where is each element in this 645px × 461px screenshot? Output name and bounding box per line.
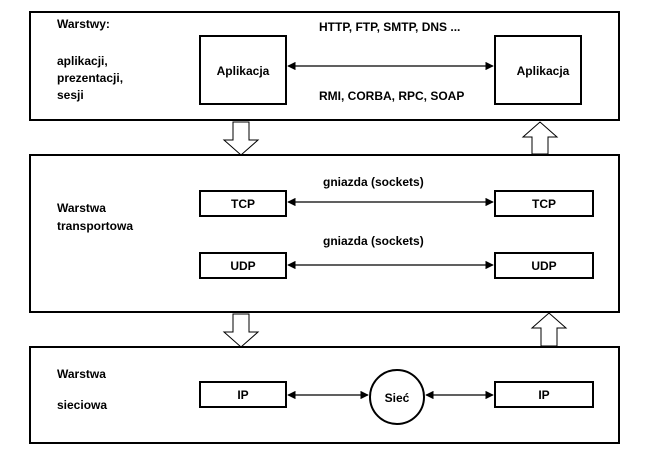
sockets-label-udp: gniazda (sockets) [323, 234, 424, 248]
down-arrow-app-to-transport [222, 121, 260, 156]
transport-layer-title-line1: Warstwa [57, 201, 106, 215]
application-layer: Warstwy: aplikacji, prezentacji, sesji A… [29, 11, 620, 121]
network-layer-title-line1: Warstwa [57, 367, 106, 381]
network-node [369, 369, 425, 425]
application-box-right-label: Aplikacja [517, 64, 570, 78]
ip-box-left [199, 381, 287, 408]
sublayer-application: aplikacji, [57, 54, 108, 68]
transport-layer: Warstwa transportowa gniazda (sockets) T… [29, 154, 620, 313]
ip-box-right-label: IP [538, 388, 549, 402]
tcp-box-right [494, 190, 594, 217]
network-layer: Warstwa sieciowa IP IP Sieć [29, 346, 620, 444]
sockets-label-tcp: gniazda (sockets) [323, 175, 424, 189]
ip-box-right [494, 381, 594, 408]
application-box-left-label: Aplikacja [217, 64, 270, 78]
transport-layer-title-line2: transportowa [57, 219, 133, 233]
udp-box-left [199, 252, 287, 279]
tcp-box-left [199, 190, 287, 217]
network-node-label: Sieć [385, 391, 410, 405]
ip-box-left-label: IP [237, 388, 248, 402]
udp-box-right-label: UDP [531, 259, 556, 273]
network-layer-title-line2: sieciowa [57, 398, 107, 412]
transport-layer-frame [29, 154, 620, 313]
tcp-box-left-label: TCP [231, 197, 255, 211]
tcp-box-right-label: TCP [532, 197, 556, 211]
udp-box-right [494, 252, 594, 279]
application-box-right [494, 35, 582, 105]
udp-box-left-label: UDP [230, 259, 255, 273]
application-box-left [199, 35, 287, 105]
down-arrow-transport-to-network [222, 313, 260, 348]
application-layer-title: Warstwy: [57, 17, 110, 31]
up-arrow-network-to-transport [530, 312, 568, 347]
application-protocols-top: HTTP, FTP, SMTP, DNS ... [319, 20, 460, 34]
sublayer-session: sesji [57, 88, 84, 102]
application-protocols-bottom: RMI, CORBA, RPC, SOAP [319, 89, 464, 103]
sublayer-presentation: prezentacji, [57, 71, 123, 85]
up-arrow-transport-to-app [521, 121, 559, 155]
